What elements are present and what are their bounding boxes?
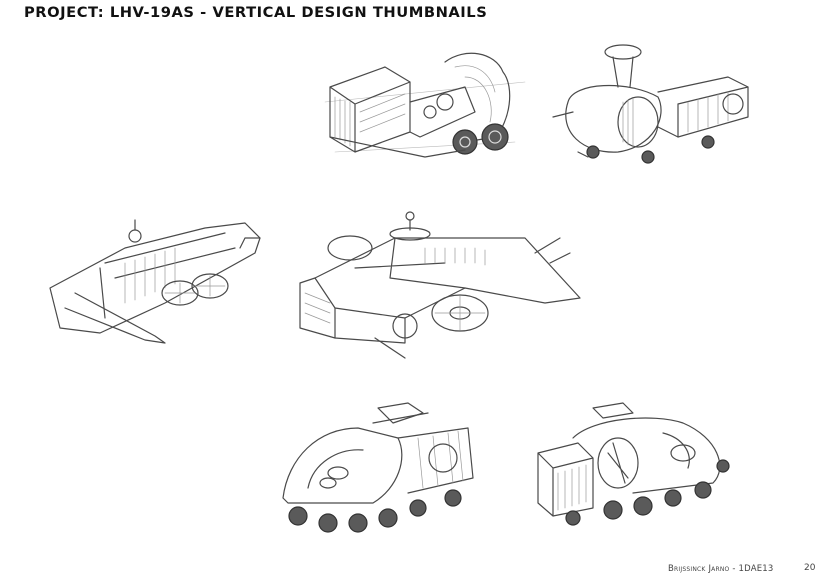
vehicle-sketch-6 [533,398,733,526]
vehicle-sketch-4 [295,208,585,363]
vehicle-sketch-2 [548,42,758,167]
page-number: 20 [804,563,816,573]
author-credit: Brijssinck Jarno - 1DAE13 [668,564,774,574]
vehicle-sketch-3 [45,208,267,353]
vehicle-sketch-5 [278,398,483,538]
page-title: PROJECT: LHV-19AS - VERTICAL DESIGN THUM… [24,5,488,21]
vehicle-sketch-1 [324,42,526,164]
